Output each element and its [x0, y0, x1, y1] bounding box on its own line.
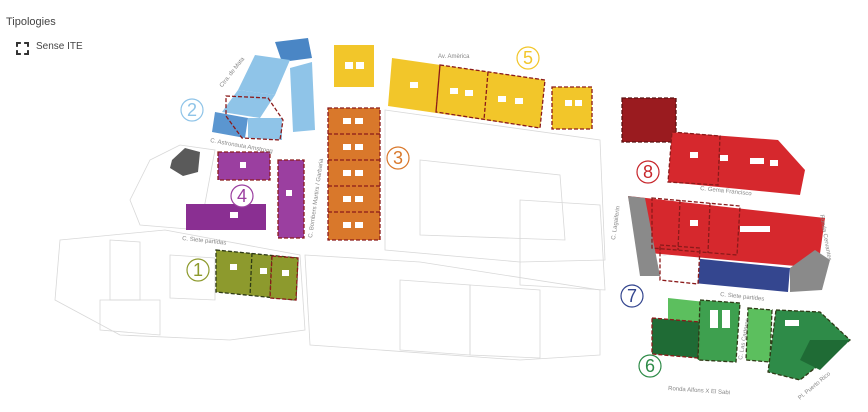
grey-building-left [170, 148, 200, 176]
group-1-blocks [215, 249, 299, 301]
street-gema: C. Gema Francisco [700, 186, 753, 197]
group-labels: 1 2 3 4 5 6 7 8 [180, 46, 662, 378]
legend-item-label: Sense ITE [36, 41, 83, 52]
group-8-blocks [621, 97, 805, 195]
group-2-label: 2 [187, 100, 197, 120]
group-7-circle [620, 284, 644, 308]
group-6-label: 6 [645, 356, 655, 376]
group-1-label: 1 [193, 260, 203, 280]
street-bombers: C. Bombers Martirs / Garbaria [308, 158, 325, 239]
group-4-label: 4 [237, 186, 247, 206]
street-siete-partides: C. Siete partides [720, 292, 765, 303]
street-ronda-alfons: Ronda Alfons X El Sabi [668, 386, 730, 396]
group-4-blocks [186, 151, 305, 239]
street-av-america: Av. Amèrica [438, 54, 470, 60]
group-3-blocks [327, 107, 381, 241]
group-7-label: 7 [627, 286, 637, 306]
legend-dashed-swatch [16, 42, 29, 55]
group-4-circle [230, 184, 254, 208]
street-lagaiferin: C. Lagaiferin [611, 206, 622, 241]
group-7-blocks [628, 196, 830, 292]
group-8-circle [636, 160, 660, 184]
group-8-label: 8 [643, 162, 653, 182]
group-5-circle [516, 46, 540, 70]
group-5-label: 5 [523, 48, 533, 68]
legend-title: Tipologies [6, 16, 56, 28]
group-5-blocks [334, 45, 593, 130]
street-siete-partidas: C. Siete partidas [182, 236, 227, 247]
group-3-circle [386, 146, 410, 170]
background-parcels [54, 109, 606, 361]
group-6-blocks [651, 298, 851, 381]
group-1-circle [186, 258, 210, 282]
legend: Tipologies Sense ITE [6, 16, 126, 66]
group-2-circle [180, 98, 204, 122]
group-2-blocks [212, 38, 315, 141]
group-6-circle [638, 354, 662, 378]
group-3-label: 3 [393, 148, 403, 168]
